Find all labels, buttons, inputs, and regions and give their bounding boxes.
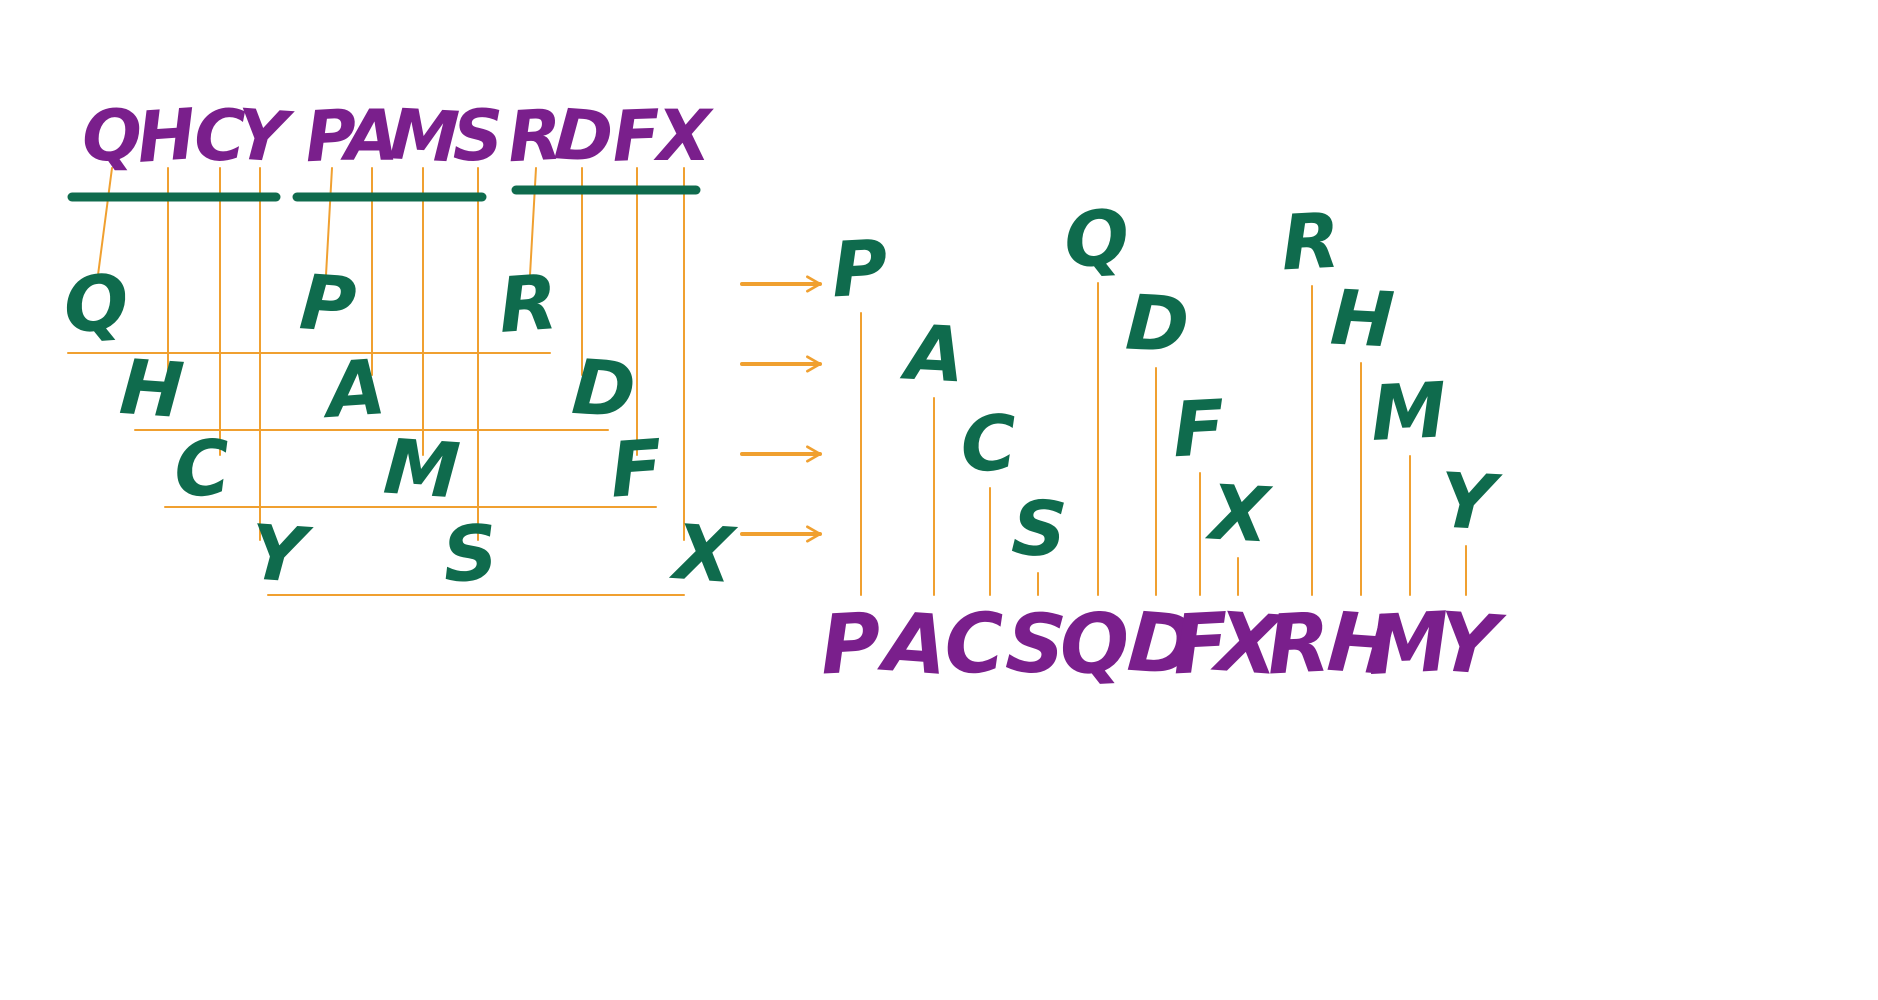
sorted-letter-r: R [1279, 196, 1342, 288]
sorted-letter-f: F [1170, 383, 1227, 475]
placed-letter-a: A [319, 342, 389, 435]
sorted-letter-h: H [1328, 272, 1396, 364]
arrows-layer [740, 275, 822, 543]
output-letter-d: D [1125, 595, 1200, 695]
placed-letter-x: X [668, 507, 740, 600]
drop-line-p [325, 167, 333, 276]
sorted-letter-y: Y [1438, 456, 1505, 548]
placed-letter-m: M [381, 422, 463, 516]
output-letter-m: M [1365, 595, 1451, 694]
placed-letter-d: D [569, 342, 638, 435]
sorted-letter-p: P [829, 223, 889, 315]
output-letter-p: P [818, 596, 883, 694]
sorted-letter-a: A [899, 307, 967, 399]
output-letter-q: Q [1057, 595, 1132, 694]
drop-line-q [97, 167, 113, 276]
output-letter-a: A [875, 595, 951, 695]
input-letter-c: C [194, 95, 245, 177]
input-letter-m: M [387, 93, 461, 179]
placed-letter-s: S [440, 507, 501, 600]
sorted-letter-c: C [958, 398, 1019, 490]
output-letter-x: X [1208, 595, 1286, 695]
group-bars-layer [67, 185, 701, 202]
input-letter-q: Q [82, 95, 142, 177]
input-letter-r: R [506, 94, 564, 179]
placed-letter-h: H [117, 342, 187, 435]
sorted-letter-x: X [1204, 467, 1275, 559]
placed-letter-p: P [297, 257, 359, 350]
input-letter-a: A [340, 95, 399, 177]
output-letter-y: Y [1435, 595, 1508, 694]
sorted-letter-m: M [1369, 365, 1449, 458]
placed-letter-q: Q [61, 257, 132, 350]
input-letter-s: S [453, 95, 503, 177]
output-letter-c: C [942, 596, 1007, 694]
input-letter-p: P [303, 94, 359, 179]
input-letter-h: H [134, 93, 198, 179]
placed-letter-f: F [607, 422, 665, 514]
placed-letter-c: C [171, 422, 233, 515]
placed-letter-y: Y [247, 507, 315, 600]
input-letter-d: D [552, 93, 616, 179]
placed-letter-r: R [496, 257, 561, 350]
output-letter-h: H [1324, 595, 1399, 695]
sorted-letter-s: S [1010, 483, 1069, 575]
sorted-letter-q: Q [1062, 192, 1131, 284]
input-letter-f: F [611, 94, 662, 178]
guide-lines-layer [67, 167, 1467, 596]
output-letter-s: S [1003, 595, 1069, 694]
sorted-letter-d: D [1124, 277, 1192, 369]
output-letter-f: F [1170, 596, 1231, 694]
input-letter-x: X [653, 95, 714, 177]
output-letter-r: R [1265, 595, 1333, 693]
input-letter-y: Y [234, 93, 297, 179]
